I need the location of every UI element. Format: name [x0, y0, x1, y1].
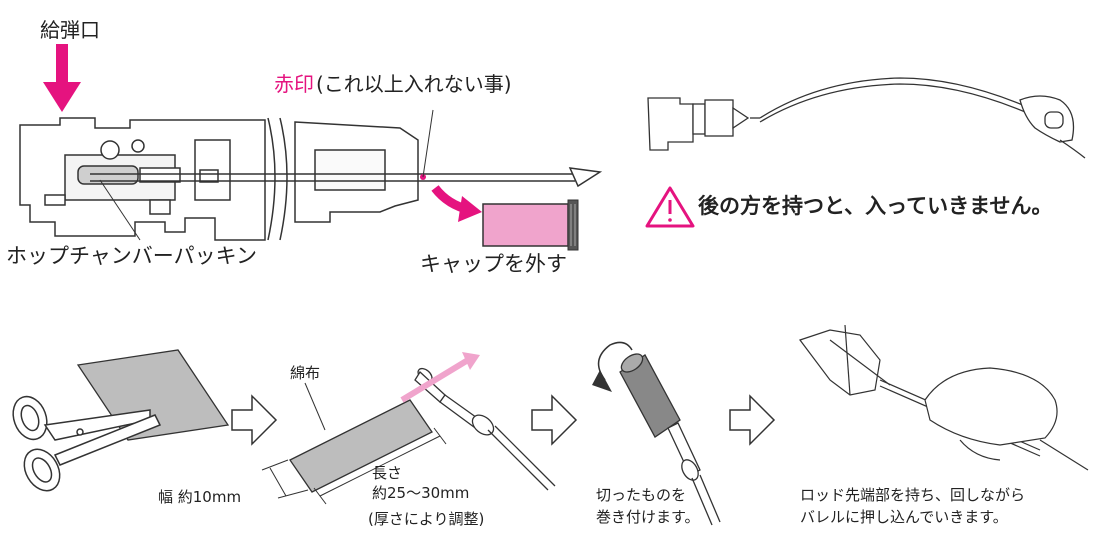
step-arrow-1: [231, 394, 278, 446]
insert-instruction-line1: ロッド先端部を持ち、回しながら: [800, 486, 1026, 504]
barrel-cap-icon: [482, 199, 579, 251]
red-mark-leader: [422, 109, 434, 178]
packing-leader: [99, 179, 141, 241]
cap-arrow: [431, 185, 482, 222]
warning-text: 後の方を持つと、入っていきません。: [698, 194, 1053, 218]
scissors-icon: [12, 395, 162, 492]
hand-holding-rod-illustration: [647, 77, 1086, 159]
width-dimension: [261, 459, 309, 499]
rotate-arrow-head: [592, 370, 612, 392]
cloth-leader: [304, 382, 326, 431]
length-note: (厚さにより調整): [368, 510, 485, 528]
red-mark-label: 赤印: [274, 72, 314, 96]
rotate-arrow-icon: [597, 341, 633, 381]
push-arrow: [400, 357, 470, 403]
length-dimension: [313, 427, 447, 505]
cap-label: キャップを外す: [420, 252, 567, 276]
width-label: 幅 約10mm: [158, 488, 242, 506]
hopper-arrow: [43, 44, 81, 112]
length-value: 約25～30mm: [372, 484, 470, 502]
step-arrow-2: [531, 394, 578, 446]
step-arrow-3: [729, 394, 776, 446]
insertion-illustration: [799, 324, 1089, 471]
warning-triangle-icon: [645, 186, 695, 228]
wrap-instruction-line2: 巻き付けます。: [596, 508, 700, 526]
rod-tip-illustration: [414, 367, 556, 491]
push-arrow-head: [462, 352, 480, 370]
hop-chamber-illustration: [19, 117, 603, 241]
cloth-strip: [289, 399, 433, 493]
red-mark-note: (これ以上入れない事): [316, 72, 512, 96]
hopper-label: 給弾口: [40, 18, 100, 42]
length-label: 長さ: [372, 464, 403, 482]
wrap-instruction-line1: 切ったものを: [596, 486, 687, 504]
insert-instruction-line2: バレルに押し込んでいきます。: [800, 508, 1008, 526]
wrapped-rod-illustration: [619, 353, 721, 526]
packing-label: ホップチャンバーパッキン: [6, 244, 257, 268]
cloth-label: 綿布: [290, 364, 321, 382]
